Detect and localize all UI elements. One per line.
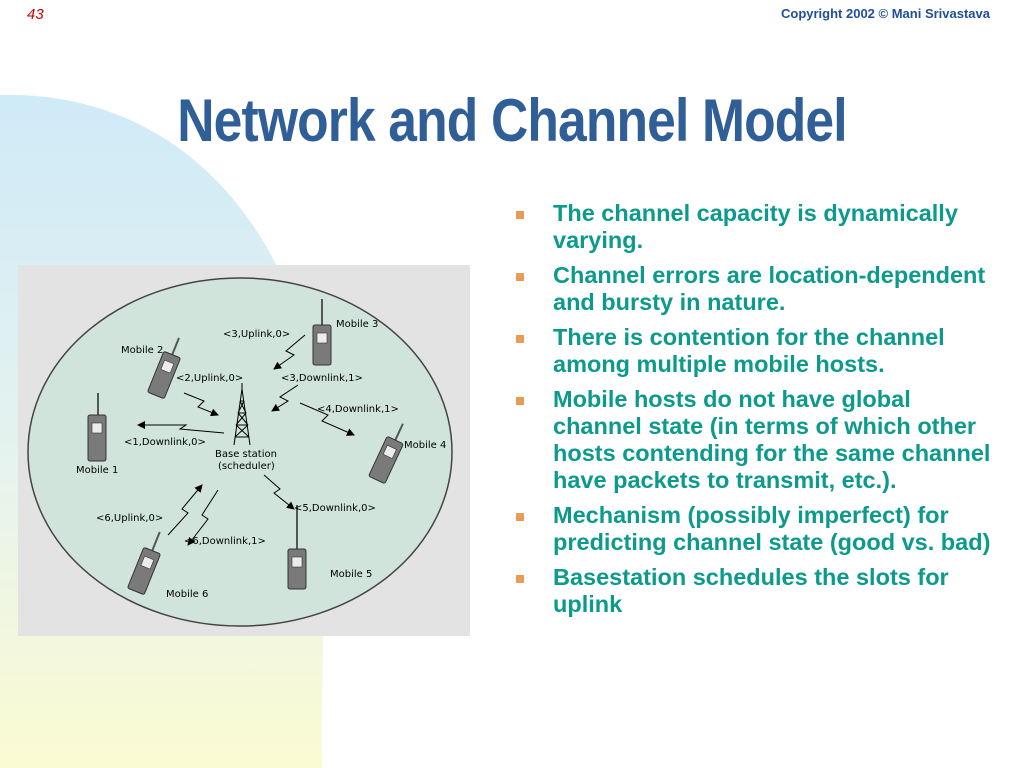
link-arrow	[263, 474, 295, 510]
bullet-item: Basestation schedules the slots for upli…	[514, 564, 992, 618]
mobile-phone-icon	[287, 505, 307, 590]
base-station-label: Base station	[215, 449, 277, 460]
uplink-label-6: <6,Uplink,0>	[96, 513, 163, 524]
cell-coverage-area	[27, 277, 453, 627]
bullet-square-icon	[516, 273, 524, 281]
link-arrow	[137, 421, 225, 434]
bullet-item: The channel capacity is dynamically vary…	[514, 200, 992, 254]
bullet-text: Basestation schedules the slots for upli…	[553, 564, 949, 617]
mobile-phone-icon	[127, 531, 161, 595]
mobile-2-label: Mobile 2	[121, 345, 163, 356]
mobile-1-label: Mobile 1	[76, 465, 118, 476]
base-station-tower-icon	[233, 383, 251, 446]
bullet-item: Channel errors are location-dependent an…	[514, 262, 992, 316]
bullet-text: The channel capacity is dynamically vary…	[553, 200, 958, 253]
bullet-text: Channel errors are location-dependent an…	[553, 262, 986, 315]
downlink-label-1: <1,Downlink,0>	[124, 437, 206, 448]
bullet-list: The channel capacity is dynamically vary…	[514, 200, 992, 626]
copyright-notice: Copyright 2002 © Mani Srivastava	[781, 6, 990, 21]
link-arrow	[187, 489, 219, 546]
bullet-item: Mobile hosts do not have global channel …	[514, 386, 992, 494]
downlink-label-6: <6,Downlink,1>	[184, 536, 266, 547]
mobile-phone-icon	[87, 393, 107, 462]
link-arrow	[299, 402, 355, 436]
link-arrow	[273, 334, 306, 370]
mobile-4-label: Mobile 4	[404, 440, 446, 451]
scheduler-label: (scheduler)	[218, 461, 275, 472]
bullet-square-icon	[516, 575, 524, 583]
bullet-square-icon	[516, 397, 524, 405]
mobile-phone-icon	[147, 337, 181, 399]
link-arrow	[183, 392, 219, 417]
mobile-phone-icon	[368, 423, 404, 484]
link-arrow	[271, 384, 299, 412]
mobile-6-label: Mobile 6	[166, 589, 208, 600]
downlink-label-4: <4,Downlink,1>	[317, 404, 399, 415]
bullet-square-icon	[516, 335, 524, 343]
uplink-label-2: <2,Uplink,0>	[176, 373, 243, 384]
bullet-square-icon	[516, 211, 524, 219]
slide-number: 43	[27, 6, 44, 23]
mobile-3-label: Mobile 3	[336, 319, 378, 330]
bullet-square-icon	[516, 513, 524, 521]
mobile-phone-icon	[312, 299, 332, 366]
bullet-item: Mechanism (possibly imperfect) for predi…	[514, 502, 992, 556]
bullet-text: Mechanism (possibly imperfect) for predi…	[553, 502, 991, 555]
downlink-label-3: <3,Downlink,1>	[281, 373, 363, 384]
uplink-label-3: <3,Uplink,0>	[223, 329, 290, 340]
downlink-label-5: <5,Downlink,0>	[294, 503, 376, 514]
bullet-text: There is contention for the channel amon…	[553, 324, 945, 377]
mobile-5-label: Mobile 5	[330, 569, 372, 580]
bullet-text: Mobile hosts do not have global channel …	[553, 386, 991, 493]
bullet-item: There is contention for the channel amon…	[514, 324, 992, 378]
link-arrow	[167, 484, 203, 536]
network-diagram: Base station (scheduler) Mobile 1 Mobile…	[18, 265, 470, 636]
slide-title: Network and Channel Model	[177, 87, 847, 154]
